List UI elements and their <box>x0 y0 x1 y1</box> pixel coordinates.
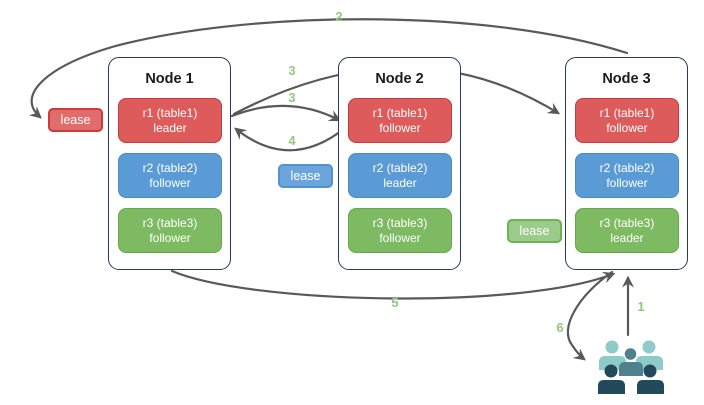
node-1-title: Node 1 <box>145 71 194 87</box>
step-label-3b: 3 <box>288 90 296 105</box>
replica-role: follower <box>379 230 421 245</box>
node-3: Node 3 r1 (table1) follower r2 (table2) … <box>565 57 688 270</box>
node-1-replica-r1: r1 (table1) leader <box>118 98 222 143</box>
node-2-replica-r1: r1 (table1) follower <box>348 98 452 143</box>
replica-role: follower <box>149 230 191 245</box>
node-2: Node 2 r1 (table1) follower r2 (table2) … <box>338 57 461 270</box>
step-label-2: 2 <box>335 9 343 24</box>
replica-role: leader <box>610 230 644 245</box>
replica-name: r3 (table3) <box>372 215 428 230</box>
node-1-replica-r3: r3 (table3) follower <box>118 208 222 253</box>
lease-chip-table1: lease <box>48 108 103 132</box>
replica-name: r2 (table2) <box>599 160 655 175</box>
replica-role: follower <box>149 175 191 190</box>
replica-name: r2 (table2) <box>142 160 198 175</box>
node-2-replica-r2: r2 (table2) leader <box>348 153 452 198</box>
replica-role: follower <box>606 175 648 190</box>
step-label-3a: 3 <box>288 63 296 78</box>
lease-chip-table3: lease <box>507 219 562 243</box>
replica-role: follower <box>379 120 421 135</box>
node-3-replica-r2: r2 (table2) follower <box>575 153 679 198</box>
replica-role: leader <box>383 175 417 190</box>
replica-name: r2 (table2) <box>372 160 428 175</box>
step-label-5: 5 <box>391 295 399 310</box>
lease-chip-table2: lease <box>278 164 333 188</box>
replica-name: r3 (table3) <box>142 215 198 230</box>
step-label-4: 4 <box>288 133 296 148</box>
replica-name: r1 (table1) <box>372 105 428 120</box>
replica-role: follower <box>606 120 648 135</box>
node-2-replica-r3: r3 (table3) follower <box>348 208 452 253</box>
replica-name: r1 (table1) <box>599 105 655 120</box>
node-3-replica-r1: r1 (table1) follower <box>575 98 679 143</box>
node-3-title: Node 3 <box>602 71 651 87</box>
node-2-title: Node 2 <box>375 71 424 87</box>
step-label-6: 6 <box>556 320 564 335</box>
users-group-icon <box>598 340 664 394</box>
node-1-replica-r2: r2 (table2) follower <box>118 153 222 198</box>
replica-name: r3 (table3) <box>599 215 655 230</box>
node-1: Node 1 r1 (table1) leader r2 (table2) fo… <box>108 57 231 270</box>
replica-role: leader <box>153 120 187 135</box>
replica-name: r1 (table1) <box>142 105 198 120</box>
node-3-replica-r3: r3 (table3) leader <box>575 208 679 253</box>
arrow-step-3-leader-to-node2 <box>230 104 342 122</box>
step-label-1: 1 <box>637 299 645 314</box>
arrow-step-6-node3-to-users <box>566 270 614 361</box>
